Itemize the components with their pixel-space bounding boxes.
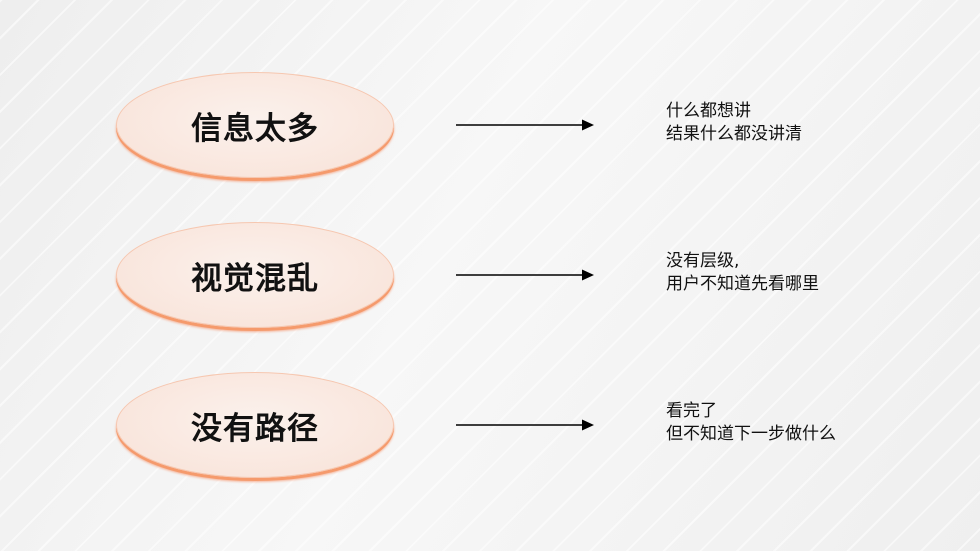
problem-description: 看完了 但不知道下一步做什么 <box>666 400 966 446</box>
description-line: 看完了 <box>666 401 717 421</box>
problem-description: 没有层级, 用户不知道先看哪里 <box>666 250 966 296</box>
problem-label: 没有路径 <box>191 410 319 447</box>
problem-ellipse: 没有路径 <box>116 372 394 478</box>
description-line: 什么都想讲 <box>666 101 751 121</box>
problem-description: 什么都想讲 结果什么都没讲清 <box>666 100 966 146</box>
description-line: 但不知道下一步做什么 <box>666 424 836 444</box>
problem-row-no-path: 没有路径 看完了 但不知道下一步做什么 <box>0 372 980 482</box>
problem-ellipse: 视觉混乱 <box>116 222 394 328</box>
problem-label: 信息太多 <box>191 110 319 147</box>
description-line: 没有层级, <box>666 251 740 271</box>
right-arrow-icon <box>456 419 594 431</box>
problem-label: 视觉混乱 <box>191 260 319 297</box>
problem-ellipse: 信息太多 <box>116 72 394 178</box>
description-line: 结果什么都没讲清 <box>666 124 802 144</box>
problem-row-information-overload: 信息太多 什么都想讲 结果什么都没讲清 <box>0 72 980 182</box>
right-arrow-icon <box>456 119 594 131</box>
right-arrow-icon <box>456 269 594 281</box>
problem-row-visual-chaos: 视觉混乱 没有层级, 用户不知道先看哪里 <box>0 222 980 332</box>
description-line: 用户不知道先看哪里 <box>666 274 819 294</box>
